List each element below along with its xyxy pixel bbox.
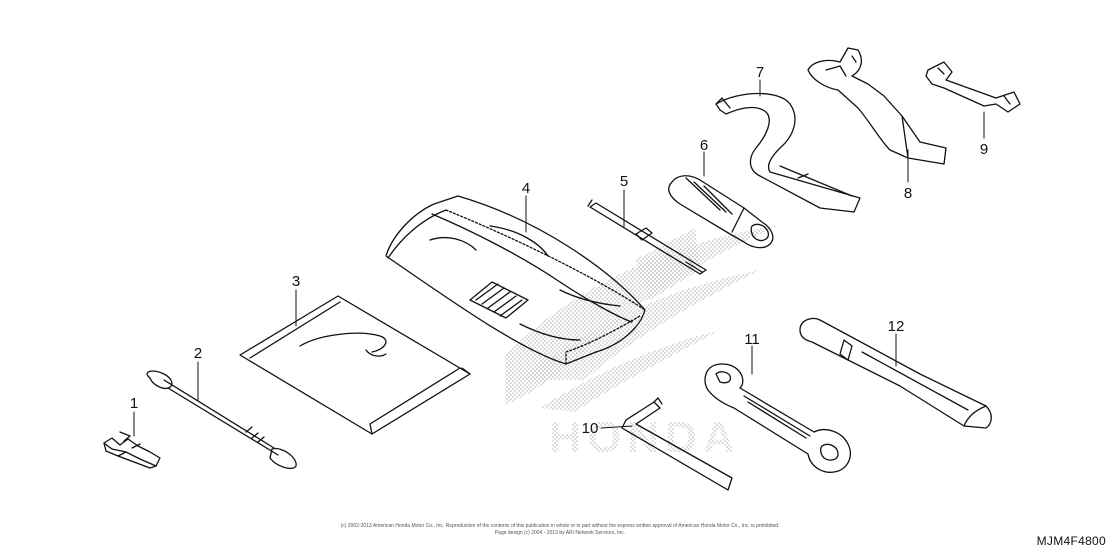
part-8-spanner-lever	[807, 47, 947, 165]
callout-6: 6	[700, 137, 708, 154]
callout-labels: 1 2 3 4 5 6 7 8 9 10 11 12	[130, 64, 988, 437]
part-12-extension-pipe	[799, 317, 992, 429]
callout-10: 10	[582, 420, 599, 437]
part-4-tool-roll	[385, 195, 646, 365]
svg-text:HONDA: HONDA	[549, 413, 740, 462]
part-7-hook-spanner	[715, 92, 861, 213]
callout-7: 7	[756, 64, 764, 81]
copyright-line-1: (c) 2002-2013 American Honda Motor Co., …	[340, 523, 780, 529]
leader-lines	[133, 79, 985, 437]
part-3-pouch	[239, 295, 471, 435]
callout-9: 9	[980, 141, 988, 158]
callout-4: 4	[522, 180, 530, 197]
honda-wing-watermark: HONDA	[505, 225, 780, 462]
copyright-line-2: Page design (c) 2004 - 2013 by ARI Netwo…	[494, 530, 626, 536]
part-5-screwdriver-shaft	[587, 199, 707, 275]
callout-8: 8	[904, 185, 912, 202]
part-1-clip	[103, 431, 161, 469]
callout-1: 1	[130, 395, 138, 412]
callout-3: 3	[292, 273, 300, 290]
part-10-hex-key	[621, 397, 733, 491]
callout-12: 12	[888, 318, 905, 335]
part-9-small-wrench	[925, 61, 1021, 113]
figure-code: MJM4F4800	[1036, 534, 1106, 548]
part-11-combination-wrench	[704, 363, 851, 473]
part-6-screwdriver-handle	[668, 175, 774, 249]
callout-2: 2	[194, 345, 202, 362]
part-2-strap	[146, 370, 297, 470]
callout-5: 5	[620, 173, 628, 190]
callout-11: 11	[744, 331, 760, 348]
honda-wordmark-watermark: HONDA	[549, 413, 740, 462]
